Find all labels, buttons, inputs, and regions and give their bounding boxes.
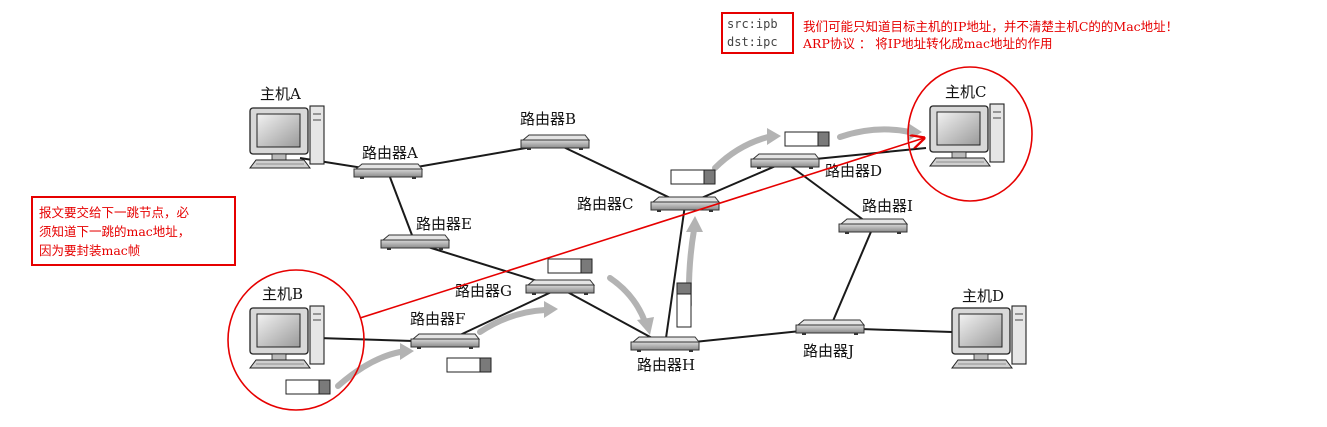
next-hop-note-line-3: 因为要封装mac帧 xyxy=(39,243,141,258)
packets xyxy=(285,131,830,395)
router-i-icon xyxy=(838,218,908,235)
router-g-icon xyxy=(525,279,595,296)
host-c-label: 主机C xyxy=(945,83,986,101)
host-b-highlight-circle xyxy=(227,269,365,411)
packet-icon xyxy=(547,258,593,274)
router-c-label: 路由器C xyxy=(577,195,633,213)
router-b-label: 路由器B xyxy=(520,110,576,128)
link-routerB-routerC xyxy=(554,142,686,206)
packet-icon xyxy=(285,379,331,395)
link-routerA-routerE xyxy=(387,171,416,244)
host-c-highlight-circle xyxy=(907,66,1033,202)
host-d-icon xyxy=(951,305,1027,369)
router-e-icon xyxy=(380,234,450,251)
link-routerH-routerC xyxy=(664,204,686,346)
packet-icon xyxy=(446,357,492,373)
router-f-label: 路由器F xyxy=(410,310,465,328)
packet-icon xyxy=(784,131,830,147)
link-routerG-routerH xyxy=(559,287,666,346)
device-labels: 主机A 主机B 主机C 主机D 路由器A 路由器B 路由器C 路由器D 路由器E… xyxy=(260,83,1004,374)
link-routerD-routerI xyxy=(784,161,874,228)
src-address: src:ipb xyxy=(727,17,778,31)
router-f-icon xyxy=(410,333,480,350)
router-i-label: 路由器I xyxy=(862,197,913,215)
red-annotations xyxy=(227,66,1033,411)
router-e-label: 路由器E xyxy=(416,215,472,233)
link-routerF-routerG xyxy=(444,287,561,343)
next-hop-note-line-2: 须知道下一跳的mac地址， xyxy=(39,224,191,239)
router-j-label: 路由器J xyxy=(803,342,854,360)
router-a-label: 路由器A xyxy=(362,144,418,162)
host-a-icon xyxy=(249,105,325,169)
router-b-icon xyxy=(520,134,590,151)
host-b-label: 主机B xyxy=(262,285,303,303)
router-h-icon xyxy=(630,336,700,353)
router-a-icon xyxy=(353,163,423,180)
router-g-label: 路由器G xyxy=(455,282,512,300)
next-hop-note: 报文要交给下一跳节点，必 须知道下一跳的mac地址， 因为要封装mac帧 xyxy=(31,196,236,266)
arp-note-line-1: 我们可能只知道目标主机的IP地址，并不清楚主机C的的Mac地址！ xyxy=(803,19,1179,34)
red-arrow-b-to-c xyxy=(359,138,924,319)
router-d-icon xyxy=(750,153,820,170)
router-h-label: 路由器H xyxy=(637,356,695,374)
router-j-icon xyxy=(795,319,865,336)
host-c-icon xyxy=(929,103,1005,167)
address-box: src:ipb dst:ipc xyxy=(721,12,794,54)
packet-icon xyxy=(676,282,692,328)
packet-icon xyxy=(670,169,716,185)
router-d-label: 路由器D xyxy=(825,162,882,180)
arp-note: 我们可能只知道目标主机的IP地址，并不清楚主机C的的Mac地址！ ARP协议 ：… xyxy=(803,18,1178,52)
host-a-label: 主机A xyxy=(260,85,301,103)
next-hop-note-line-1: 报文要交给下一跳节点，必 xyxy=(39,205,190,220)
arp-note-line-2: ARP协议 ： 将IP地址转化成mac地址的作用 xyxy=(803,36,1053,51)
router-c-icon xyxy=(650,196,720,213)
link-routerI-routerJ xyxy=(829,226,874,329)
host-b-icon xyxy=(249,305,325,369)
dst-address: dst:ipc xyxy=(727,35,778,49)
host-d-label: 主机D xyxy=(962,287,1004,305)
